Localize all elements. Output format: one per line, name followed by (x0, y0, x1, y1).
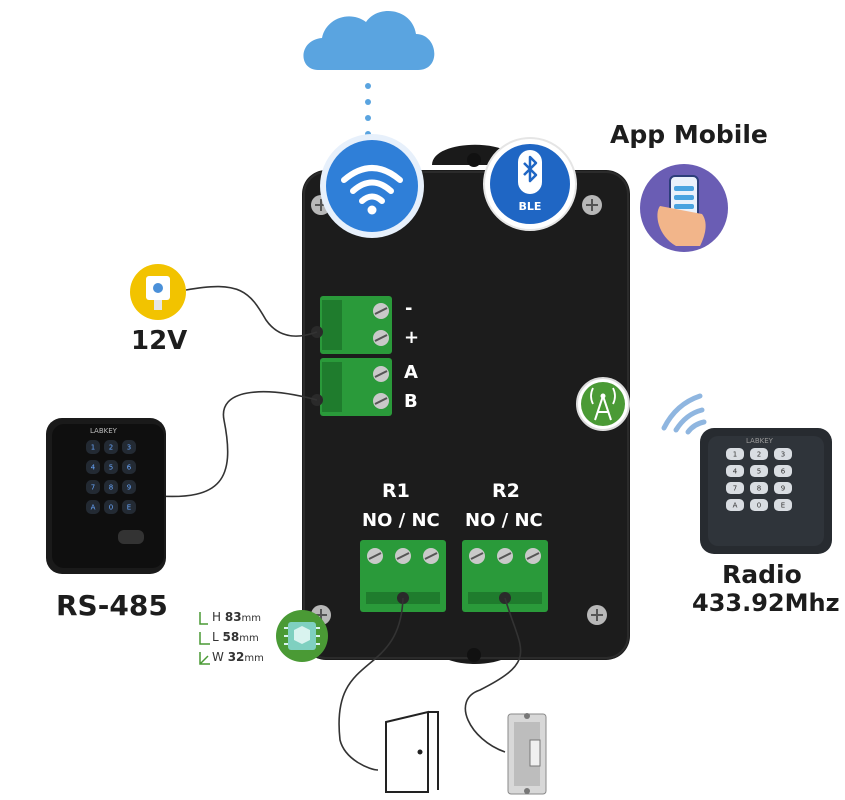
radio-brand-label: LABKEY (746, 437, 773, 445)
rs485-key-label: 9 (127, 483, 131, 491)
radio-keys: 1 2 3 4 5 6 7 8 9A 0 E (726, 448, 792, 511)
wifi-icon (320, 134, 424, 238)
radio-key (774, 499, 792, 511)
rs485-key (86, 500, 100, 514)
dimension-length: L 58mm (212, 630, 259, 644)
rs485-key-label: 6 (127, 463, 132, 471)
radio-key-label: 1 (733, 450, 737, 458)
relay2-label: R2 (492, 480, 520, 502)
dimension-width-value: 32 (227, 650, 245, 664)
terminal-a-label: A (404, 362, 418, 383)
door-icon (385, 710, 439, 793)
rs485-key-label: 8 (109, 483, 113, 491)
radio-frequency-label: 433.92Mhz (692, 589, 840, 617)
radio-key-label: 7 (733, 484, 737, 492)
rs485-key (122, 500, 136, 514)
rs485-key-label: 3 (127, 443, 131, 451)
radio-key (774, 448, 792, 460)
rs485-brand-label: LABKEY (90, 427, 117, 435)
radio-key-label: 4 (733, 467, 738, 475)
rs485-key (122, 480, 136, 494)
radio-key-label: 6 (781, 467, 786, 475)
radio-key-label: E (781, 501, 785, 509)
radio-label: Radio (722, 560, 802, 589)
terminal-block-relay2 (462, 540, 548, 612)
rs485-key (104, 500, 118, 514)
dimension-width: W 32mm (212, 650, 264, 664)
dimension-width-unit: mm (244, 653, 264, 664)
cloud-icon (303, 10, 435, 71)
rs485-key (104, 480, 118, 494)
dimension-height-prefix: H (212, 610, 225, 624)
radio-key-label: 9 (781, 484, 785, 492)
rs485-key (86, 480, 100, 494)
rs485-key-label: 0 (109, 503, 113, 511)
dimension-width-prefix: W (212, 650, 228, 664)
rs485-key-label: E (127, 503, 131, 511)
radio-key (750, 448, 768, 460)
rs485-label: RS-485 (56, 589, 168, 622)
radio-key (774, 482, 792, 494)
relay1-label: R1 (382, 480, 410, 502)
radio-key-label: 2 (757, 450, 761, 458)
radio-key (726, 482, 744, 494)
chip-icon (276, 610, 328, 662)
radio-key (726, 499, 744, 511)
app-mobile-label: App Mobile (610, 120, 768, 149)
dimension-length-prefix: L (212, 630, 223, 644)
rs485-key-label: 4 (91, 463, 96, 471)
radio-waves-icon (661, 393, 707, 435)
rs485-key-label: 7 (91, 483, 95, 491)
radio-key-label: 8 (757, 484, 761, 492)
rs485-key-label: 2 (109, 443, 113, 451)
electric-strike-icon (507, 713, 547, 795)
rs485-key (104, 440, 118, 454)
radio-key-label: 0 (757, 501, 761, 509)
radio-key (726, 465, 744, 477)
rs485-key (122, 460, 136, 474)
rs485-key (104, 460, 118, 474)
radio-key-label: 3 (781, 450, 785, 458)
relay2-contacts-label: NO / NC (465, 510, 543, 531)
radio-key-label: A (733, 501, 738, 509)
power-plug-icon (130, 264, 186, 320)
smartphone-hand-icon (640, 164, 728, 252)
dimension-glyphs (199, 612, 210, 665)
wires (157, 285, 522, 771)
rs485-key (86, 460, 100, 474)
antenna-icon (576, 377, 630, 431)
radio-key-label: 5 (757, 467, 761, 475)
dimension-length-unit: mm (239, 633, 259, 644)
radio-key (750, 465, 768, 477)
rs485-keypad-device (46, 418, 166, 574)
dimension-height-unit: mm (241, 613, 262, 624)
controller-enclosure (302, 144, 630, 664)
cloud-wifi-link (365, 83, 371, 137)
rs485-keys: 1 2 3 4 5 6 7 8 9A 0 E (86, 440, 136, 514)
ble-label: BLE (518, 200, 542, 213)
dimension-length-value: 58 (222, 630, 240, 644)
rs485-key-label: 1 (91, 443, 95, 451)
terminal-block-bus (311, 358, 392, 416)
relay1-contacts-label: NO / NC (362, 510, 440, 531)
rs485-key-label: A (91, 503, 96, 511)
dimension-height-value: 83 (224, 610, 242, 624)
bluetooth-icon (483, 137, 577, 231)
dimension-height: H 83mm (212, 610, 261, 624)
rs485-key-label: 5 (109, 463, 113, 471)
radio-key (750, 482, 768, 494)
terminal-block-power (311, 296, 392, 354)
terminal-b-label: B (404, 391, 418, 412)
rs485-key (86, 440, 100, 454)
terminal-minus-label: - (405, 298, 413, 319)
terminal-plus-label: + (404, 327, 420, 348)
radio-key (750, 499, 768, 511)
power-label: 12V (131, 326, 188, 356)
radio-key (774, 465, 792, 477)
rs485-key (122, 440, 136, 454)
radio-key (726, 448, 744, 460)
